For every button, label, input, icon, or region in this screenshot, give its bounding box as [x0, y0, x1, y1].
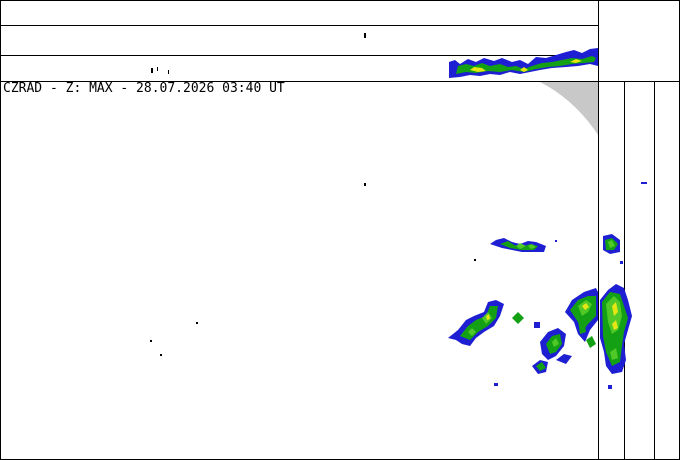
main-map-echoes: [150, 183, 598, 386]
top-profile-echoes: [151, 33, 598, 78]
side-profile-echoes: [600, 182, 647, 389]
radar-title: CZRAD - Z: MAX - 28.07.2026 03:40 UT: [3, 81, 285, 96]
no-data-area: [540, 82, 598, 135]
